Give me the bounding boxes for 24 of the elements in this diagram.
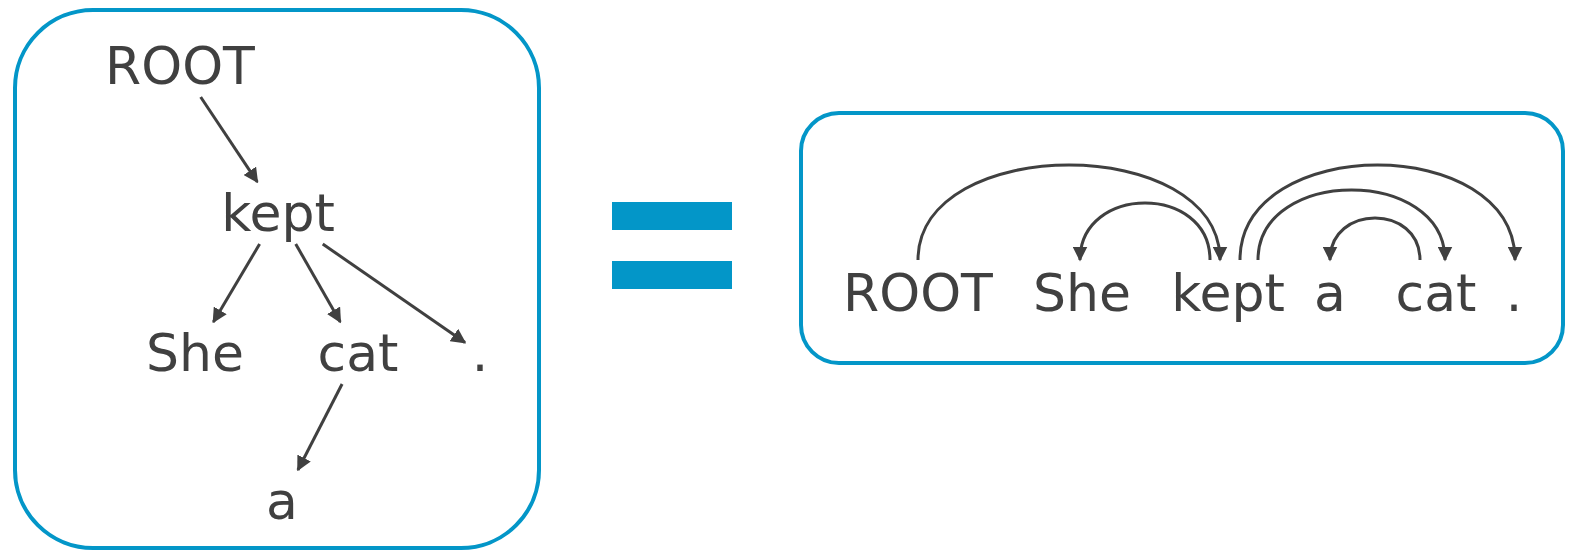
tree-panel — [13, 8, 541, 550]
arrow — [321, 242, 467, 344]
arrow — [199, 96, 259, 184]
word-label: cat — [310, 322, 406, 384]
word-label: kept — [1164, 262, 1292, 324]
arrow — [916, 163, 1225, 262]
arrow — [1256, 188, 1451, 262]
word-label: . — [1503, 262, 1525, 324]
word-label: ROOT — [100, 35, 260, 97]
arrow — [296, 383, 344, 472]
word-label: a — [1311, 262, 1349, 324]
word-label: . — [465, 322, 495, 384]
word-label: a — [262, 470, 302, 532]
arrow — [1238, 163, 1520, 262]
arrow — [294, 243, 342, 324]
word-label: cat — [1390, 262, 1482, 324]
word-label: She — [140, 322, 250, 384]
word-label: ROOT — [838, 262, 998, 324]
arrow — [212, 243, 261, 324]
word-label: kept — [215, 182, 341, 244]
arc-panel — [799, 111, 1565, 365]
arrow — [1074, 201, 1212, 262]
word-label: She — [1027, 262, 1137, 324]
arrow — [1324, 216, 1422, 262]
